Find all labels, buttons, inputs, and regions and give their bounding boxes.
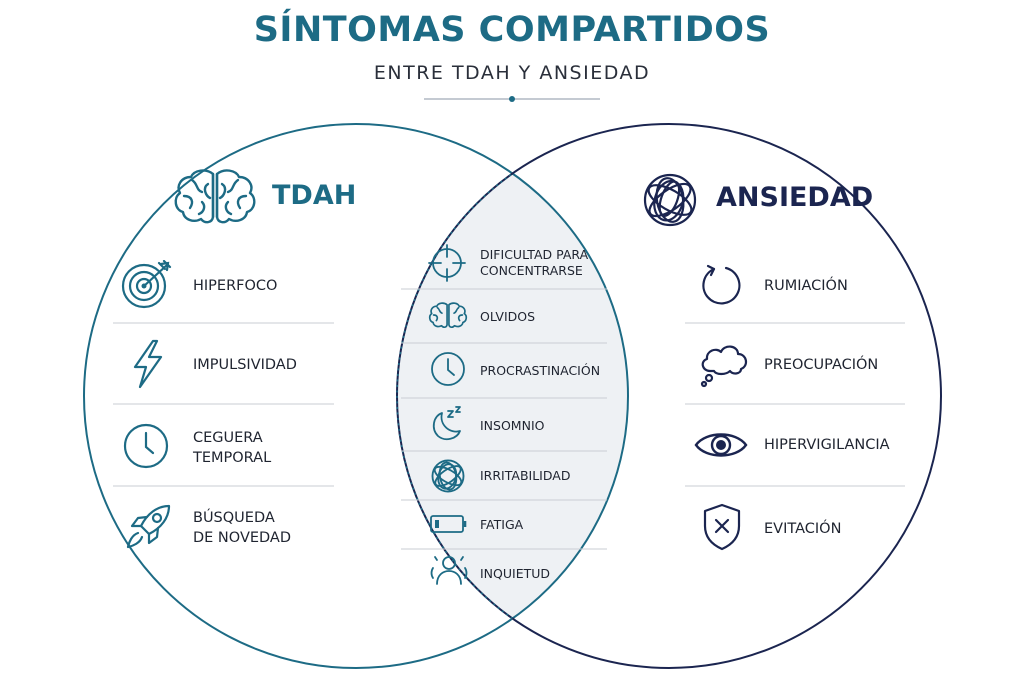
tdah-item-label: IMPULSIVIDAD xyxy=(193,357,297,373)
low-battery-icon xyxy=(430,515,467,533)
eye-icon xyxy=(694,433,748,457)
page-subtitle: ENTRE TDAH Y ANSIEDAD xyxy=(373,62,651,84)
overlap-region xyxy=(397,124,628,668)
tdah-item-label: BÚSQUEDA xyxy=(193,510,275,526)
ansiedad-item-label: EVITACIÓN xyxy=(764,521,842,537)
tdah-circle xyxy=(83,123,629,669)
tdah-item-label: CEGUERA xyxy=(193,430,263,446)
shared-item-label: IRRITABILIDAD xyxy=(480,468,571,483)
tdah-item-label-line2: DE NOVEDAD xyxy=(193,530,292,546)
tangled-ball-icon xyxy=(643,173,697,227)
tdah-title: TDAH xyxy=(272,180,357,211)
ansiedad-item-label: RUMIACIÓN xyxy=(764,278,848,294)
shared-item-label: OLVIDOS xyxy=(480,309,536,324)
moon-zzz-icon xyxy=(432,406,461,441)
target-icon xyxy=(121,260,172,309)
shared-item-label: PROCRASTINACIÓN xyxy=(480,363,601,378)
tdah-item-label: HIPERFOCO xyxy=(193,278,278,294)
circular-arrow-icon xyxy=(702,264,741,305)
shared-item-label: INSOMNIO xyxy=(480,418,545,433)
crosshair-icon xyxy=(428,244,466,282)
tangled-ball-icon xyxy=(431,459,465,493)
brain-icon xyxy=(428,302,468,328)
restless-person-icon xyxy=(430,556,468,585)
lightning-icon xyxy=(133,339,163,389)
shared-item-label: FATIGA xyxy=(480,517,524,532)
ansiedad-item-label: HIPERVIGILANCIA xyxy=(764,437,890,453)
tdah-item-label-line2: TEMPORAL xyxy=(193,450,272,466)
thought-cloud-icon xyxy=(700,345,748,388)
ansiedad-title: ANSIEDAD xyxy=(716,182,874,213)
shield-x-icon xyxy=(703,503,741,551)
clock-icon xyxy=(431,352,465,386)
page-title: SÍNTOMAS COMPARTIDOS xyxy=(253,10,771,50)
shared-item-label: DIFICULTAD PARA xyxy=(480,247,589,262)
rocket-icon xyxy=(126,504,171,549)
shared-item-label-line2: CONCENTRARSE xyxy=(480,263,583,278)
clock-icon xyxy=(123,423,169,469)
brain-icon xyxy=(174,169,256,224)
title-underline-dot xyxy=(509,96,515,102)
overlap-border-left xyxy=(396,124,628,668)
shared-item-label: INQUIETUD xyxy=(480,566,551,581)
ansiedad-item-label: PREOCUPACIÓN xyxy=(764,357,879,373)
